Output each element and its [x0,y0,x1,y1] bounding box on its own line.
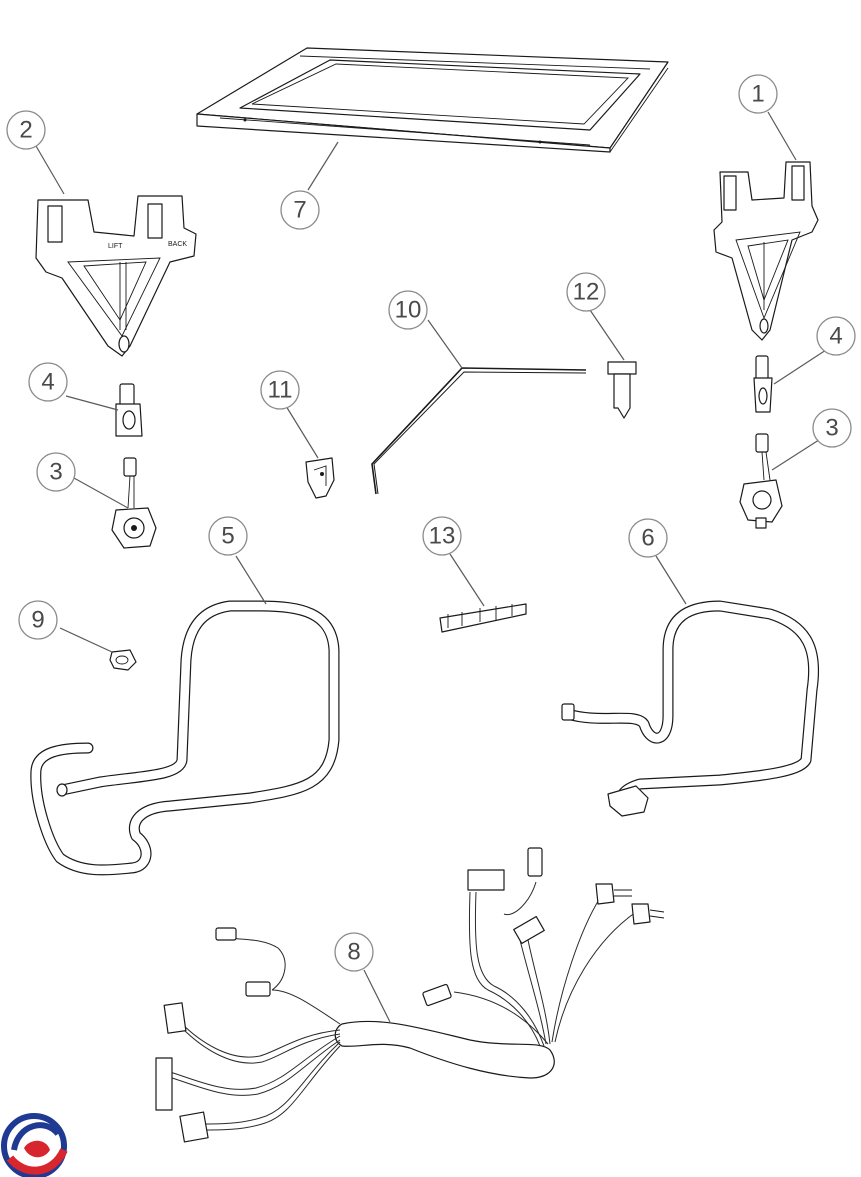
callout-10: 10 [388,290,428,330]
part-7-frame [196,47,669,153]
part-1-right-bracket [713,161,819,341]
part-8-wire-harness [155,847,665,1143]
callout-1-label: 1 [751,81,764,108]
callout-1: 1 [738,74,778,114]
callout-4-right-label: 4 [829,323,842,350]
callout-2: 2 [6,110,46,150]
part-6-hose [561,600,820,817]
callout-9-label: 9 [31,607,44,634]
callout-12: 12 [566,272,606,312]
callout-11-label: 11 [268,377,293,404]
callout-6: 6 [628,518,668,558]
lift-embossed-text: LIFT [108,243,123,250]
callout-5: 5 [208,516,248,556]
part-11-block [305,457,335,499]
callout-3-left-label: 3 [49,459,62,486]
callout-5-label: 5 [221,523,234,550]
callout-10-label: 10 [395,297,422,324]
part-12-pin [607,361,637,419]
back-embossed-text: BACK [168,241,187,248]
brand-logo [1,1113,68,1177]
part-4-right-clip [753,355,773,413]
part-13-rail [439,603,527,633]
callout-4-right: 4 [816,316,856,356]
callout-13-label: 13 [429,523,456,550]
callout-8: 8 [334,932,374,972]
callout-7-label: 7 [293,197,306,224]
leader-lines [35,111,827,1023]
part-9-clamp [109,649,137,671]
callout-11: 11 [260,370,300,410]
callout-3-right: 3 [812,408,852,448]
callout-12-label: 12 [573,279,600,306]
part-3-left-sensor [111,457,157,549]
callout-9: 9 [18,600,58,640]
callout-6-label: 6 [641,525,654,552]
part-10-rod [371,367,587,495]
callout-13: 13 [422,516,462,556]
callout-3-right-label: 3 [825,415,838,442]
part-2-left-bracket: LIFT BACK [35,195,197,357]
callout-7: 7 [280,190,320,230]
part-3-right-sensor [739,433,783,529]
callout-8-label: 8 [347,939,360,966]
callout-3-left: 3 [36,452,76,492]
callout-4-left-label: 4 [41,369,54,396]
callout-4-left: 4 [28,362,68,402]
part-5-hose [30,600,340,876]
part-4-left-clip [115,383,143,437]
callout-2-label: 2 [19,117,32,144]
